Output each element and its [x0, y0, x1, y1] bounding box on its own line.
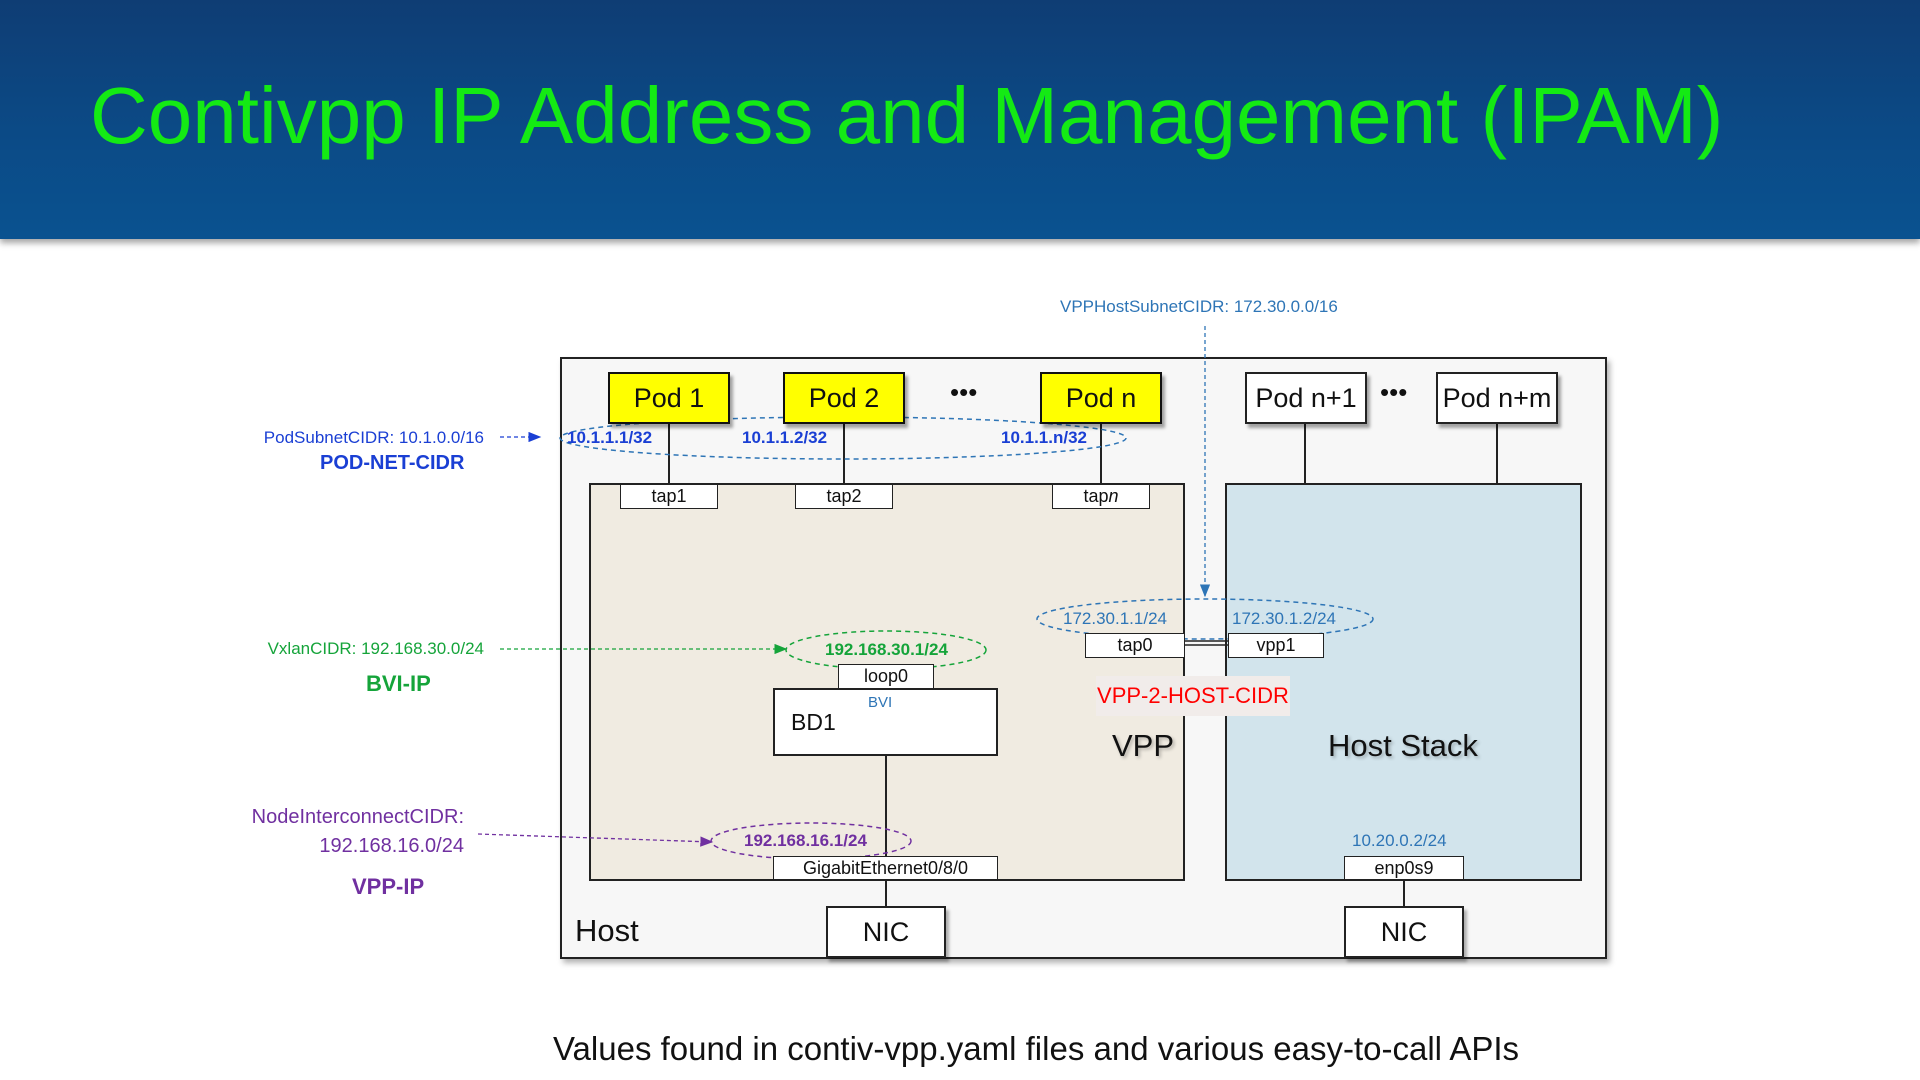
- node-interconnect-label: NodeInterconnectCIDR:: [251, 806, 464, 828]
- bvi-label: BVI: [868, 694, 893, 711]
- bd1-label: BD1: [791, 708, 836, 735]
- pod-subnet-cidr-label: PodSubnetCIDR: 10.1.0.0/16: [263, 428, 484, 447]
- tap1-interface[interactable]: tap1: [620, 484, 718, 509]
- nic-right[interactable]: NIC: [1344, 906, 1464, 958]
- host-subnet-ellipse: [1036, 598, 1374, 640]
- pod-n[interactable]: Pod n: [1040, 372, 1162, 424]
- vxlan-cidr-label: VxlanCIDR: 192.168.30.0/24: [267, 639, 484, 658]
- vpp-ip-label: VPP-IP: [352, 874, 425, 899]
- tap0-interface[interactable]: tap0: [1085, 633, 1185, 658]
- pod-net-cidr-label: POD-NET-CIDR: [320, 452, 465, 474]
- bd1-bridge-domain[interactable]: BD1: [773, 688, 998, 756]
- footer-caption: Values found in contiv-vpp.yaml files an…: [553, 1030, 1520, 1067]
- tap2-interface[interactable]: tap2: [795, 484, 893, 509]
- pod2-ip: 10.1.1.2/32: [742, 428, 828, 447]
- enp0s9-interface[interactable]: enp0s9: [1344, 856, 1464, 880]
- tapn-prefix: tap: [1083, 486, 1109, 506]
- nic-left[interactable]: NIC: [826, 906, 946, 958]
- pod-ellipsis: •••: [950, 377, 978, 407]
- pod-ellipsis-2: •••: [1380, 377, 1408, 407]
- vpp1-ip: 172.30.1.2/24: [1232, 609, 1336, 628]
- gige-ip: 192.168.16.1/24: [744, 831, 867, 850]
- tapn-suffix: n: [1108, 486, 1119, 506]
- loop0-ip: 192.168.30.1/24: [825, 640, 948, 659]
- bvi-ip-label: BVI-IP: [366, 671, 431, 696]
- host-label: Host: [575, 913, 639, 948]
- node-interconnect-value: 192.168.16.0/24: [319, 835, 464, 857]
- enp0s9-ip: 10.20.0.2/24: [1352, 831, 1447, 850]
- pod1-ip: 10.1.1.1/32: [567, 428, 653, 447]
- pod-n-plus-m[interactable]: Pod n+m: [1436, 372, 1558, 424]
- title-banner: [0, 0, 1920, 239]
- vpp1-interface[interactable]: vpp1: [1228, 633, 1324, 658]
- tap0-ip: 172.30.1.1/24: [1063, 609, 1167, 628]
- vpp-label: VPP: [1112, 728, 1175, 763]
- podn-ip: 10.1.1.n/32: [1001, 428, 1088, 447]
- pod-2[interactable]: Pod 2: [783, 372, 905, 424]
- slide-title: Contivpp IP Address and Management (IPAM…: [90, 71, 1724, 160]
- vpp-host-subnet-label: VPPHostSubnetCIDR: 172.30.0.0/16: [1060, 297, 1338, 316]
- pod-n-plus-1[interactable]: Pod n+1: [1245, 372, 1367, 424]
- loop0-interface[interactable]: loop0: [838, 664, 934, 689]
- host-stack-label: Host Stack: [1328, 728, 1478, 763]
- vpp-2-host-cidr-label: VPP-2-HOST-CIDR: [1096, 676, 1290, 716]
- gige-interface[interactable]: GigabitEthernet0/8/0: [773, 856, 998, 880]
- pod-1[interactable]: Pod 1: [608, 372, 730, 424]
